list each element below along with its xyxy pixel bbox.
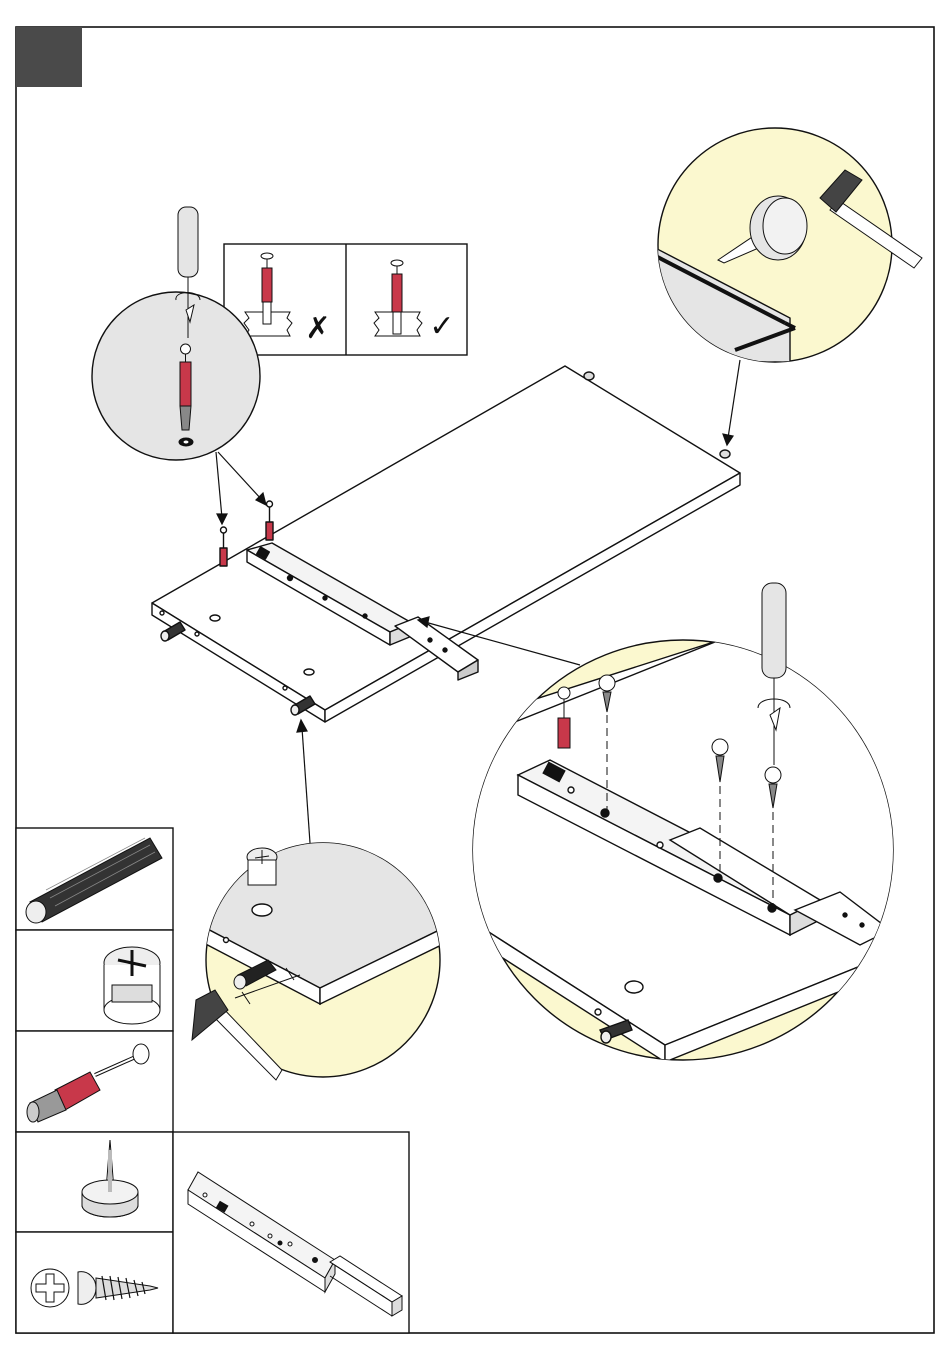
- correct-mark: ✓: [429, 310, 454, 343]
- cam-bolt-insert-1: [220, 527, 227, 566]
- detail-glide-hammering: [640, 128, 922, 362]
- detail-slide-mounting: [470, 583, 900, 1062]
- cam-lock-icon: [104, 947, 160, 1024]
- wrong-mark: ✗: [305, 312, 330, 345]
- step-number-box: [16, 27, 82, 87]
- cam-bolt-detail: [558, 687, 570, 748]
- cam-lock-icon-detail: [247, 848, 277, 885]
- cam-bolt-insert-2: [266, 501, 273, 540]
- insert-depth-comparison: ✗ ✓: [224, 244, 467, 355]
- detail-dowel-insert: [192, 830, 460, 1080]
